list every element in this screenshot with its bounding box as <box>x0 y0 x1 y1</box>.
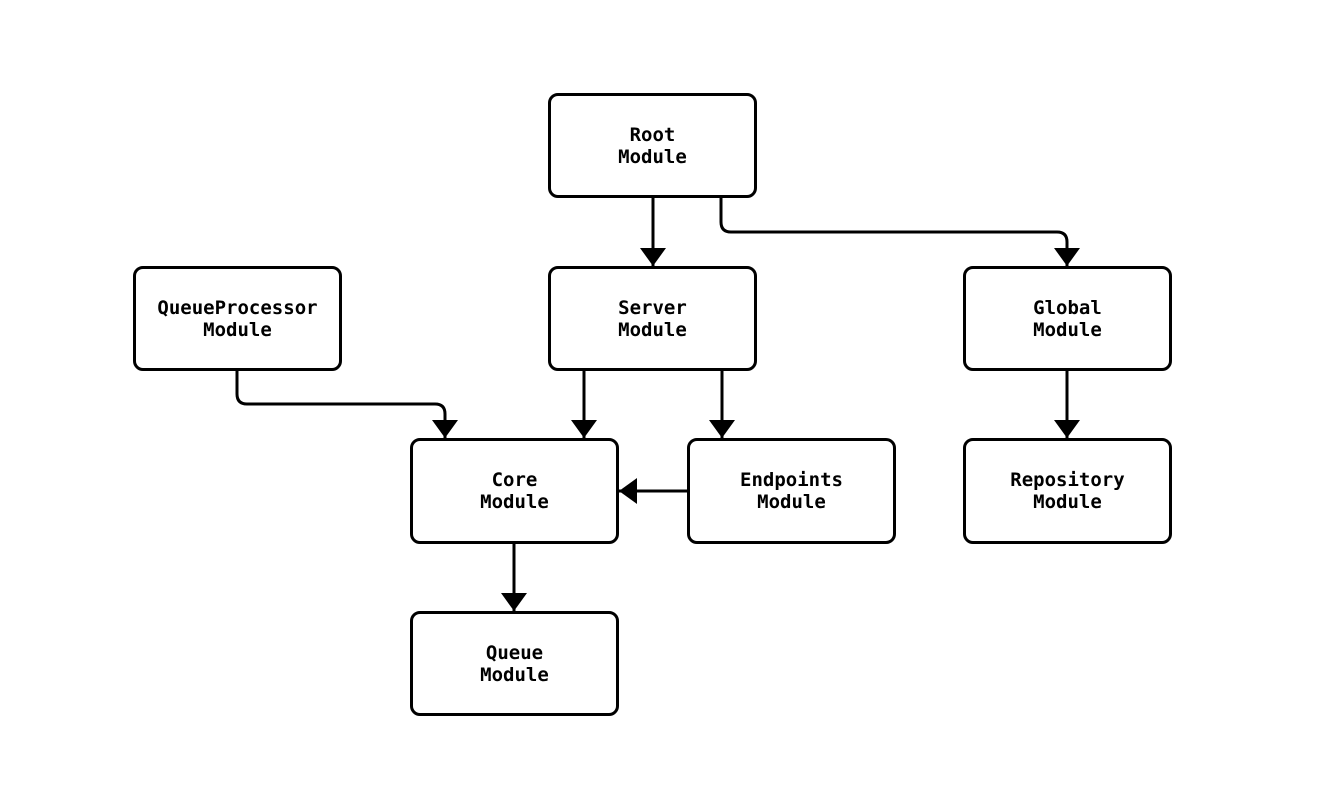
node-label-repository: Repository Module <box>1010 469 1125 513</box>
node-server-module: Server Module <box>548 266 757 371</box>
node-label-global: Global Module <box>1033 296 1102 341</box>
node-label-queue: Queue Module <box>480 641 549 686</box>
node-core-module: Core Module <box>410 438 619 544</box>
node-label-core: Core Module <box>480 469 549 513</box>
node-label-endpoints: Endpoints Module <box>740 469 843 513</box>
node-queue-processor-module: QueueProcessor Module <box>133 266 342 371</box>
node-label-root: Root Module <box>618 123 687 168</box>
node-global-module: Global Module <box>963 266 1172 371</box>
edge-queue-processor-to-core <box>235 371 458 438</box>
edge-root-to-global <box>719 198 1080 266</box>
node-label-queue-processor: QueueProcessor Module <box>157 296 318 341</box>
node-endpoints-module: Endpoints Module <box>687 438 896 544</box>
node-repository-module: Repository Module <box>963 438 1172 544</box>
node-label-server: Server Module <box>618 296 687 341</box>
node-root-module: Root Module <box>548 93 757 198</box>
node-queue-module: Queue Module <box>410 611 619 716</box>
